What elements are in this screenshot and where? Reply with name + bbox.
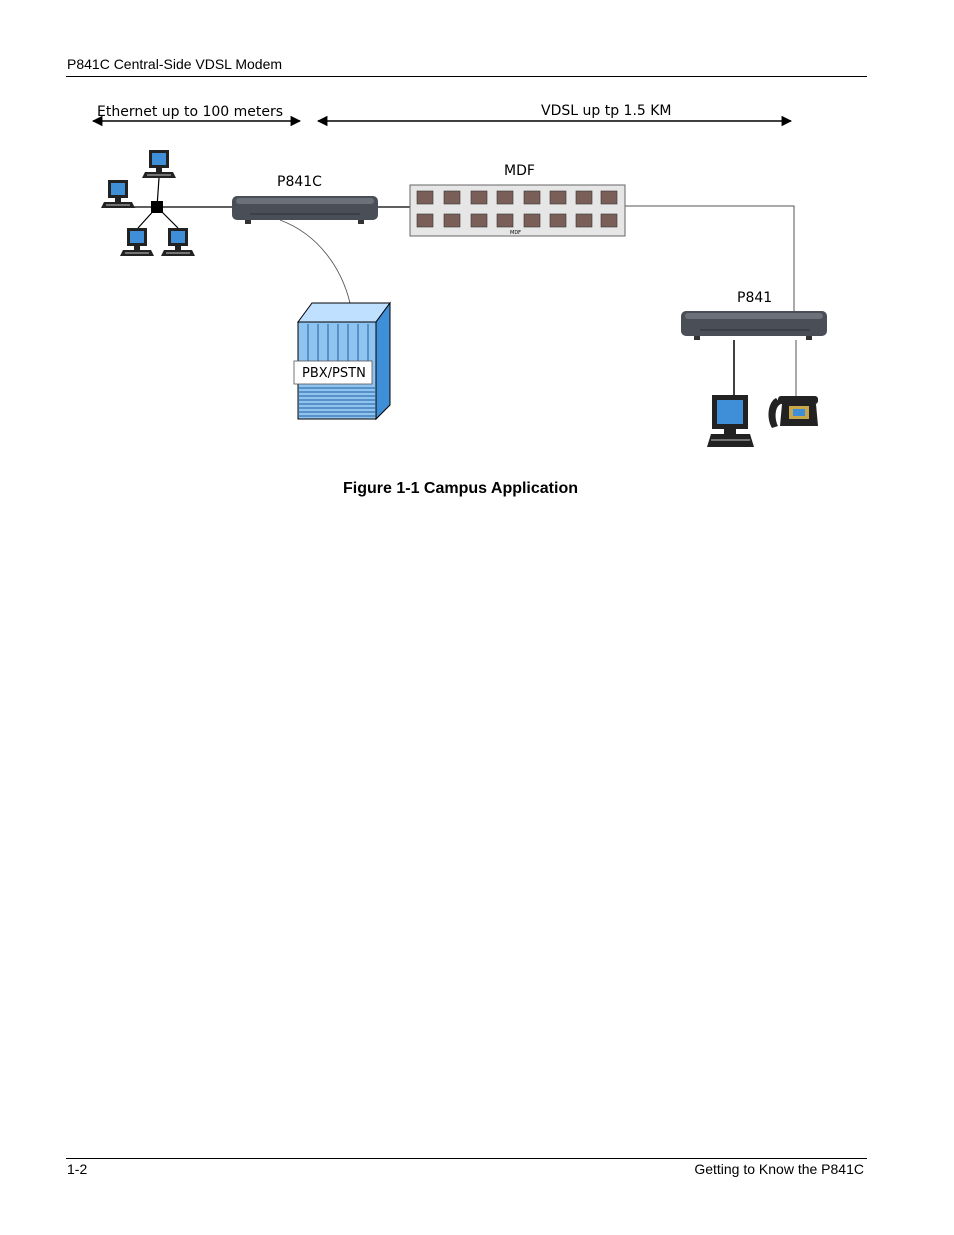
mdf-panel-label: MDF xyxy=(510,230,521,236)
running-header: P841C Central-Side VDSL Modem xyxy=(67,56,283,72)
mdf-label: MDF xyxy=(504,163,535,179)
vdsl-distance-label: VDSL up tp 1.5 KM xyxy=(541,103,672,119)
computer-icon xyxy=(160,227,196,257)
header-rule xyxy=(66,76,867,77)
mdf-p841-link xyxy=(625,205,795,312)
p841c-modem-icon xyxy=(232,196,378,224)
page-number: 1-2 xyxy=(67,1161,88,1177)
telephone-icon xyxy=(768,396,818,428)
p841c-label: P841C xyxy=(277,174,322,190)
p841-modem-icon xyxy=(681,311,827,340)
p841c-pbx-link xyxy=(279,219,351,304)
computer-icon xyxy=(119,227,155,257)
computer-icon xyxy=(141,149,177,179)
campus-application-diagram: Ethernet up to 100 meters VDSL up tp 1.5… xyxy=(91,103,827,447)
pbx-label: PBX/PSTN xyxy=(302,366,366,381)
mdf-panel-icon xyxy=(409,184,626,237)
computer-icon xyxy=(100,179,136,209)
pbx-cabinet-icon xyxy=(293,301,391,421)
footer-section-title: Getting to Know the P841C xyxy=(694,1161,864,1177)
remote-computer-icon xyxy=(707,395,754,447)
footer-rule xyxy=(66,1158,867,1159)
p841-label: P841 xyxy=(737,290,772,306)
figure-caption: Figure 1-1 Campus Application xyxy=(343,480,578,497)
ethernet-hub xyxy=(119,177,179,229)
ethernet-distance-label: Ethernet up to 100 meters xyxy=(97,104,283,120)
